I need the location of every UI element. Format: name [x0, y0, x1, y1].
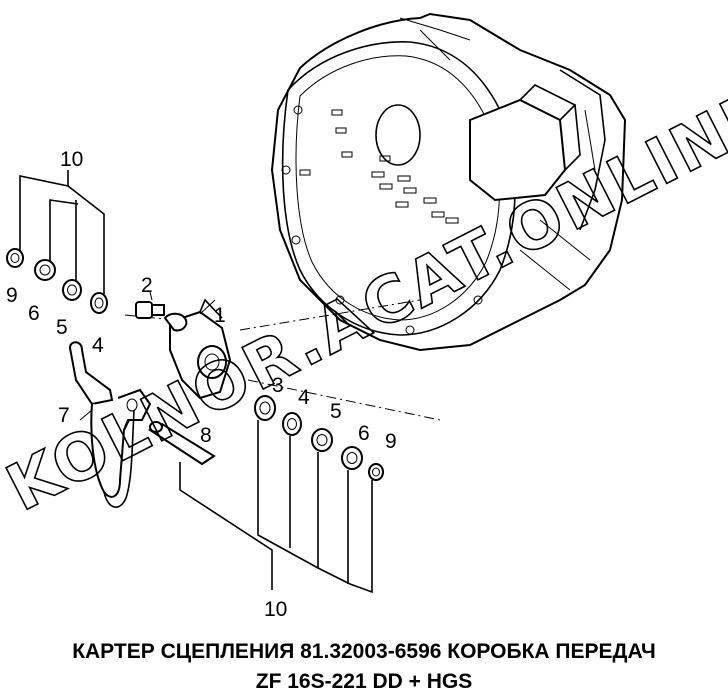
callout-9-right: 9 [385, 430, 397, 453]
pin-8 [147, 421, 216, 466]
left-washer-5 [62, 279, 82, 301]
left-washer-4 [90, 292, 108, 314]
left-washer-9 [6, 248, 24, 268]
callout-8: 8 [200, 424, 212, 447]
right-bushing-3 [254, 395, 276, 421]
callout-2: 2 [141, 274, 153, 297]
callout-5-left: 5 [56, 316, 68, 339]
callout-10-bottom: 10 [264, 598, 287, 621]
callout-10-top: 10 [60, 148, 83, 171]
release-fork-shaft-1 [163, 298, 232, 400]
callout-1: 1 [214, 304, 226, 327]
callout-4-right: 4 [298, 386, 310, 409]
right-washer-9 [368, 463, 384, 481]
left-washer-6 [34, 259, 56, 281]
clutch-housing [270, 12, 627, 352]
callout-6-right: 6 [358, 422, 370, 445]
callout-7: 7 [58, 404, 70, 427]
right-washer-5 [311, 428, 333, 452]
callout-3: 3 [272, 374, 284, 397]
right-washer-4 [282, 412, 302, 436]
bolt-2 [135, 301, 165, 319]
housing-bolt-holes [299, 109, 459, 224]
callout-4-left: 4 [92, 334, 104, 357]
release-fork-7 [68, 341, 152, 508]
callout-9-left: 9 [6, 284, 18, 307]
callout-6-left: 6 [28, 302, 40, 325]
callout-5-right: 5 [330, 400, 342, 423]
caption-line-1: КАРТЕР СЦЕПЛЕНИЯ 81.32003-6596 КОРОБКА П… [72, 640, 656, 663]
caption-line-2: ZF 16S-221 DD + HGS [255, 670, 473, 693]
right-washer-6 [341, 446, 363, 470]
